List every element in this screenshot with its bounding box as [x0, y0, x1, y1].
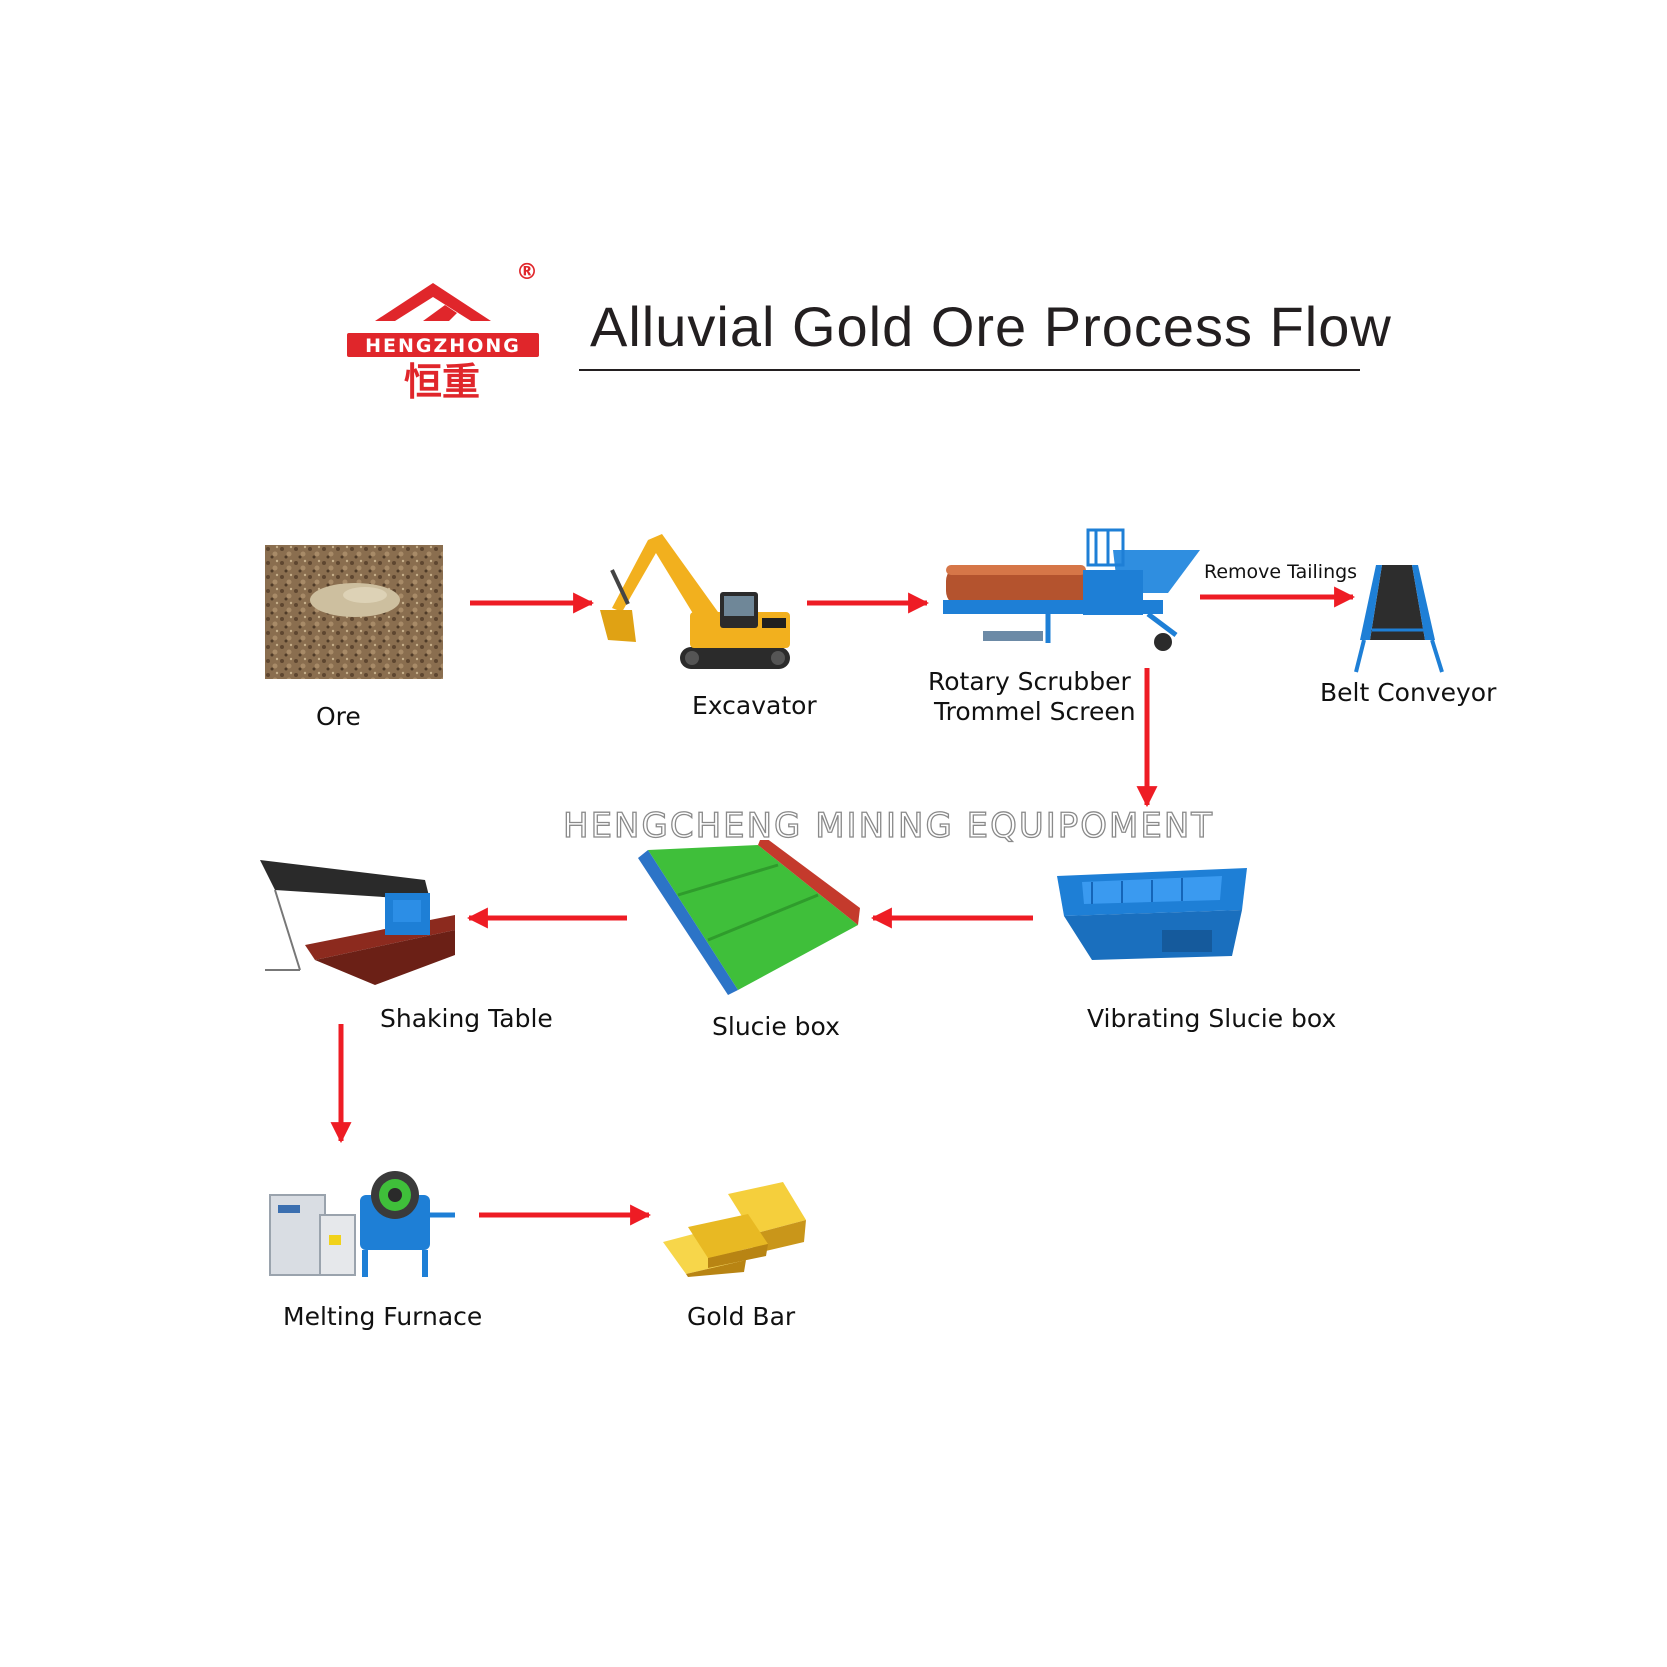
- belt-conveyor-image: [1350, 560, 1450, 675]
- shaking-table-icon: [260, 860, 455, 985]
- logo-brand-cn: 恒重: [404, 360, 480, 404]
- label-trommel-line2: Trommel Screen: [934, 697, 1136, 726]
- melting-furnace-icon: [269, 1171, 455, 1277]
- trommel-screen-icon: [943, 528, 1200, 651]
- label-trommel-line1: Rotary Scrubber: [928, 667, 1131, 696]
- gold-bar-image: [658, 1172, 808, 1277]
- excavator-icon: [600, 534, 790, 669]
- ore-soil-icon: [265, 545, 443, 679]
- page-title: Alluvial Gold Ore Process Flow: [590, 295, 1392, 358]
- registered-mark: ®: [516, 260, 538, 285]
- vibrating-sluice-icon: [1057, 868, 1247, 960]
- sluice-box-icon: [638, 835, 860, 995]
- label-gold-bar: Gold Bar: [687, 1302, 796, 1331]
- vibrating-sluice-image: [1052, 860, 1252, 970]
- ore-photo: [265, 545, 443, 679]
- title-underline: [579, 369, 1360, 371]
- label-vibrating-sluice: Vibrating Slucie box: [1087, 1004, 1337, 1033]
- excavator-image: [590, 530, 795, 680]
- sluice-box-image: [638, 835, 863, 1000]
- belt-conveyor-icon: [1354, 565, 1444, 673]
- shaking-table-image: [255, 855, 455, 995]
- watermark-text: HENGCHENG MINING EQUIPOMENT: [562, 805, 1215, 846]
- company-logo: HENGZHONG 恒重 ®: [345, 255, 545, 405]
- label-remove-tailings: Remove Tailings: [1204, 561, 1358, 583]
- logo-mark-icon: HENGZHONG 恒重 ®: [347, 260, 539, 404]
- label-excavator: Excavator: [692, 691, 817, 720]
- trommel-image: [938, 525, 1203, 655]
- label-shaking-table: Shaking Table: [380, 1004, 553, 1033]
- label-ore: Ore: [316, 702, 361, 731]
- label-sluice-box: Slucie box: [712, 1012, 840, 1041]
- label-melting-furnace: Melting Furnace: [283, 1302, 483, 1331]
- logo-brand-latin: HENGZHONG: [365, 335, 521, 357]
- label-belt-conveyor: Belt Conveyor: [1320, 678, 1497, 707]
- gold-bar-icon: [663, 1182, 806, 1277]
- melting-furnace-image: [265, 1165, 460, 1280]
